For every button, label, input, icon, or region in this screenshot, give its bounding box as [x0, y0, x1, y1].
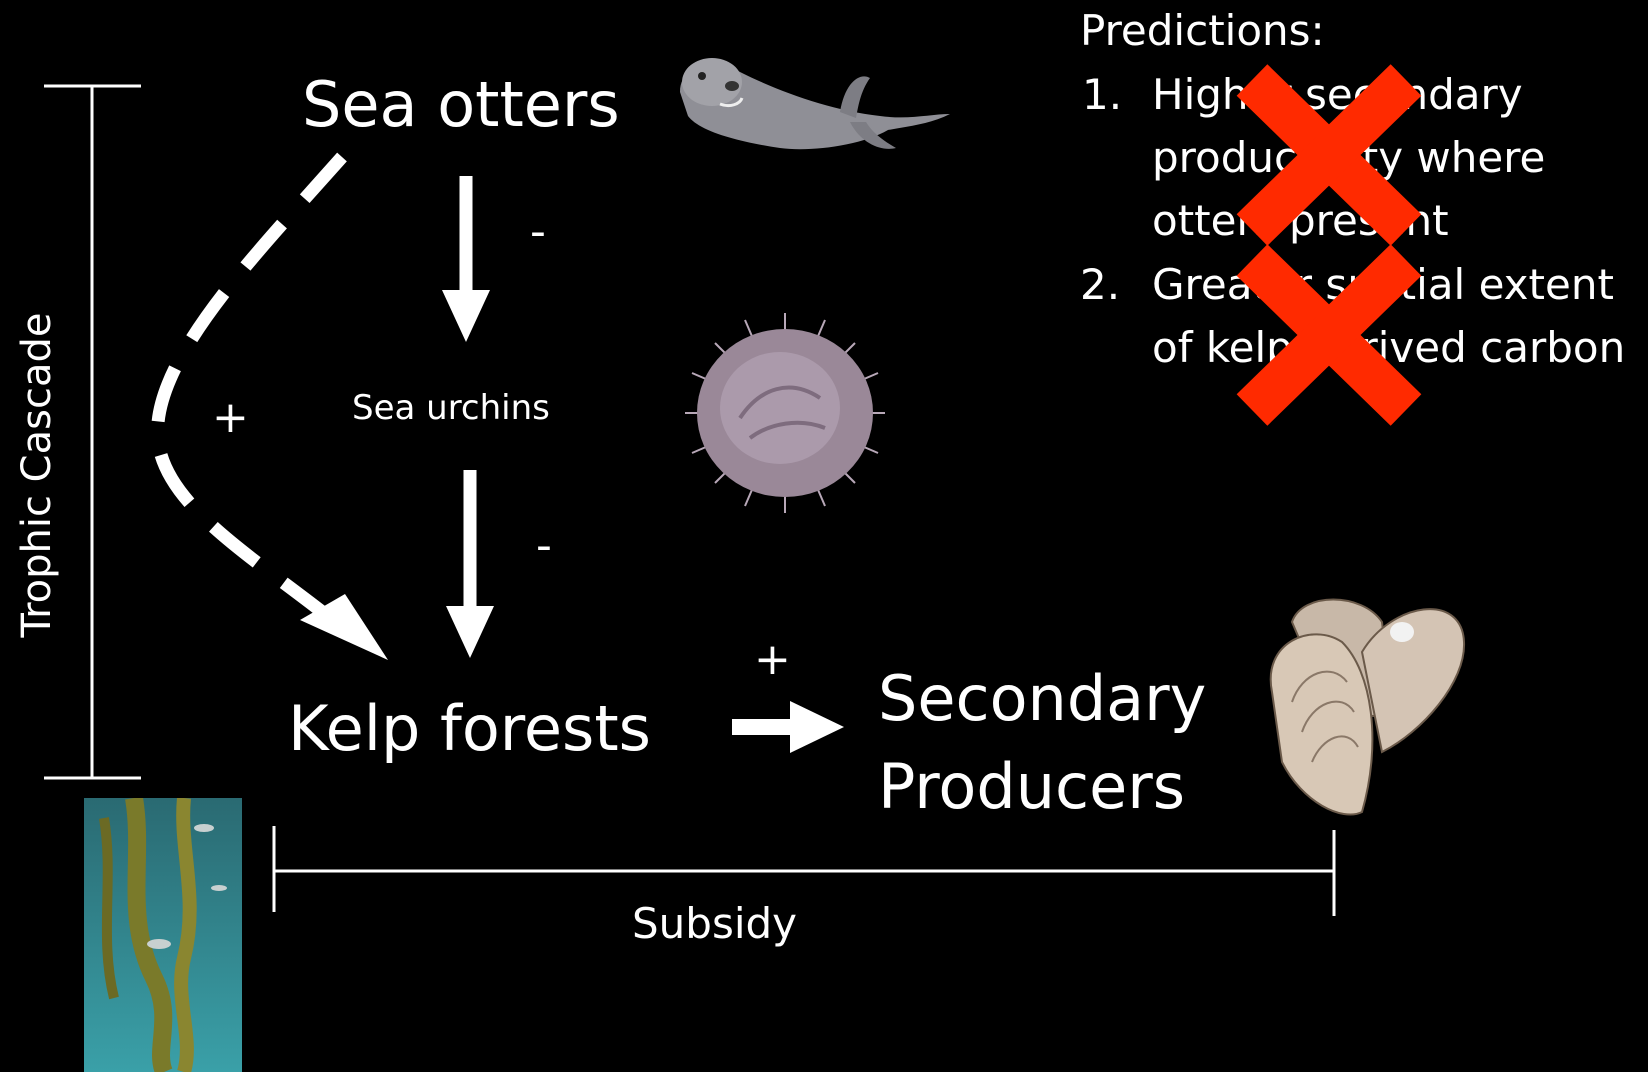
red-x-mark-icon [1252, 80, 1406, 230]
red-x-mark-icon [1252, 260, 1406, 410]
